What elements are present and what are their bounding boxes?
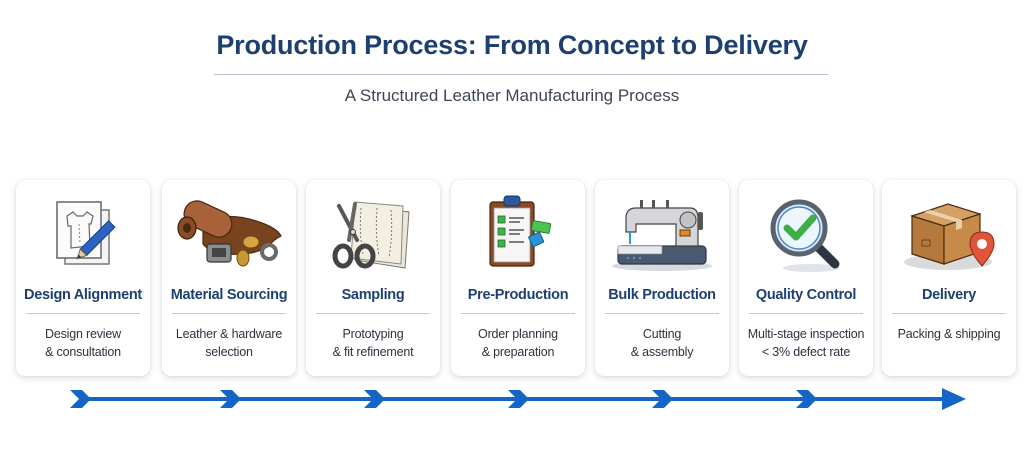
step-card-quality-control: Quality Control Multi-stage inspection <… bbox=[739, 180, 873, 376]
step-title: Material Sourcing bbox=[170, 287, 288, 303]
card-divider bbox=[316, 313, 430, 314]
package-location-icon bbox=[882, 188, 1016, 280]
page-title: Production Process: From Concept to Deli… bbox=[216, 30, 808, 60]
desc-line: Packing & shipping bbox=[897, 327, 1001, 341]
desc-line: Multi-stage inspection bbox=[747, 327, 865, 341]
process-flow-arrow bbox=[70, 388, 966, 410]
chevron-icon bbox=[364, 390, 385, 408]
card-divider bbox=[605, 313, 719, 314]
sewing-machine-icon bbox=[595, 188, 729, 280]
desc-line: Prototyping bbox=[342, 327, 404, 341]
desc-line: Order planning bbox=[478, 327, 558, 341]
card-divider bbox=[749, 313, 863, 314]
card-divider bbox=[26, 313, 140, 314]
step-title: Bulk Production bbox=[608, 287, 716, 303]
page-subtitle: A Structured Leather Manufacturing Proce… bbox=[344, 86, 680, 105]
card-divider bbox=[461, 313, 575, 314]
arrowhead-icon bbox=[942, 388, 966, 410]
desc-line: & assembly bbox=[630, 345, 694, 359]
step-description: Cutting & assembly bbox=[595, 325, 729, 361]
step-card-design-alignment: Design Alignment Design review & consult… bbox=[16, 180, 150, 376]
step-description: Multi-stage inspection < 3% defect rate bbox=[739, 325, 873, 361]
clipboard-checklist-icon bbox=[451, 188, 585, 280]
design-sketch-pencil-icon bbox=[16, 188, 150, 280]
step-card-pre-production: Pre-Production Order planning & preparat… bbox=[451, 180, 585, 376]
chevron-icon bbox=[652, 390, 673, 408]
desc-line: Design review bbox=[45, 327, 121, 341]
scissors-pattern-icon bbox=[306, 188, 440, 280]
desc-line: Cutting bbox=[642, 327, 682, 341]
magnifier-check-icon bbox=[739, 188, 873, 280]
desc-line: & fit refinement bbox=[332, 345, 414, 359]
desc-line: < 3% defect rate bbox=[761, 345, 851, 359]
step-description: Order planning & preparation bbox=[451, 325, 585, 361]
step-card-material-sourcing: Material Sourcing Leather & hardware sel… bbox=[162, 180, 296, 376]
step-title: Quality Control bbox=[755, 287, 857, 303]
title-divider bbox=[214, 74, 828, 75]
step-description: Prototyping & fit refinement bbox=[306, 325, 440, 361]
step-card-delivery: Delivery Packing & shipping bbox=[882, 180, 1016, 376]
leather-roll-hardware-icon bbox=[162, 188, 296, 280]
desc-line: selection bbox=[205, 345, 253, 359]
card-divider bbox=[892, 313, 1006, 314]
step-description: Packing & shipping bbox=[882, 325, 1016, 343]
step-description: Design review & consultation bbox=[16, 325, 150, 361]
chevron-icon bbox=[220, 390, 241, 408]
chevron-icon bbox=[70, 390, 91, 408]
step-title: Pre-Production bbox=[467, 287, 569, 303]
desc-line: Leather & hardware bbox=[175, 327, 283, 341]
desc-line: & consultation bbox=[45, 345, 121, 359]
card-divider bbox=[172, 313, 286, 314]
chevron-icon bbox=[508, 390, 529, 408]
step-card-sampling: Sampling Prototyping & fit refinement bbox=[306, 180, 440, 376]
step-description: Leather & hardware selection bbox=[162, 325, 296, 361]
step-title: Sampling bbox=[341, 287, 405, 303]
chevron-icon bbox=[796, 390, 817, 408]
step-card-bulk-production: Bulk Production Cutting & assembly bbox=[595, 180, 729, 376]
step-title: Delivery bbox=[921, 287, 977, 303]
desc-line: & preparation bbox=[481, 345, 555, 359]
step-title: Design Alignment bbox=[24, 287, 142, 303]
